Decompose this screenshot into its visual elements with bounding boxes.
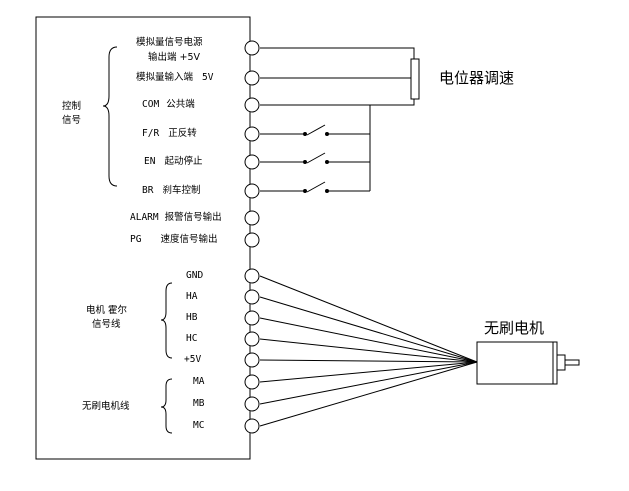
5v-label: +5V <box>184 354 202 365</box>
control-group-line2: 信号 <box>62 115 82 126</box>
terminal-fr <box>244 126 260 142</box>
alarm-code: ALARM <box>130 212 159 223</box>
br-desc: 刹车控制 <box>162 185 201 196</box>
fr-label: F/R 正反转 <box>142 128 197 139</box>
alarm-desc: 报警信号输出 <box>164 212 222 223</box>
ha-label: HA <box>186 291 198 302</box>
hc-label: HC <box>186 333 198 344</box>
terminal-alarm <box>244 210 260 226</box>
mc-label: MC <box>193 420 205 431</box>
motor-cable-fan <box>259 275 478 427</box>
terminal-hb <box>244 310 260 326</box>
analog-input-name: 模拟量输入端 <box>136 72 194 83</box>
ma-label: MA <box>193 376 205 387</box>
pg-desc: 速度信号输出 <box>160 234 218 245</box>
mb-label: MB <box>193 398 205 409</box>
analog-power-label-line2: 输出端 +5V <box>148 52 201 63</box>
com-code: COM <box>142 99 160 110</box>
terminal-com <box>244 97 260 113</box>
analog-input-suffix: 5V <box>202 72 214 83</box>
terminal-pg <box>244 232 260 248</box>
en-code: EN <box>144 156 156 167</box>
control-group-line1: 控制 <box>62 101 82 112</box>
fr-desc: 正反转 <box>168 128 197 139</box>
br-code: BR <box>142 185 154 196</box>
pg-label: PG 速度信号输出 <box>130 234 218 245</box>
analog-power-label-line1: 模拟量信号电源 <box>136 37 203 48</box>
gnd-label: GND <box>186 270 204 281</box>
br-label: BR 刹车控制 <box>142 185 201 196</box>
terminal-mc <box>244 418 260 434</box>
pg-code: PG <box>130 234 142 245</box>
hb-label: HB <box>186 312 198 323</box>
motor-group-line1: 无刷电机线 <box>82 401 130 412</box>
control-signal-brace <box>102 46 118 187</box>
brushless-motor <box>476 341 580 385</box>
hall-signal-brace <box>160 282 173 359</box>
br-switch <box>260 181 330 193</box>
control-group-label: 控制 信号 <box>62 100 81 128</box>
potentiometer-wiring <box>260 47 415 106</box>
en-label: EN 起动停止 <box>144 156 203 167</box>
analog-input-label: 模拟量输入端 5V <box>136 72 214 83</box>
hall-group-line1: 电机 霍尔 <box>86 305 128 316</box>
terminal-5v <box>244 352 260 368</box>
terminal-ma <box>244 374 260 390</box>
terminal-analog-power <box>244 40 260 56</box>
hall-group-label: 电机 霍尔 信号线 <box>86 304 127 332</box>
en-desc: 起动停止 <box>164 156 203 167</box>
switch-bus <box>330 105 371 192</box>
terminal-mb <box>244 396 260 412</box>
terminal-br <box>244 183 260 199</box>
terminal-hc <box>244 331 260 347</box>
alarm-label: ALARM 报警信号输出 <box>130 212 222 223</box>
terminal-ha <box>244 289 260 305</box>
com-desc: 公共端 <box>166 99 195 110</box>
motor-label: 无刷电机 <box>484 319 545 337</box>
motor-group-label: 无刷电机线 <box>82 400 130 414</box>
com-label: COM 公共端 <box>142 99 195 110</box>
fr-switch <box>260 124 330 136</box>
hall-group-line2: 信号线 <box>92 319 121 330</box>
potentiometer-label: 电位器调速 <box>439 69 515 87</box>
terminal-analog-input <box>244 70 260 86</box>
en-switch <box>260 152 330 164</box>
potentiometer <box>410 58 420 100</box>
terminal-en <box>244 154 260 170</box>
fr-code: F/R <box>142 128 160 139</box>
terminal-gnd <box>244 268 260 284</box>
motor-wire-brace <box>160 378 173 434</box>
